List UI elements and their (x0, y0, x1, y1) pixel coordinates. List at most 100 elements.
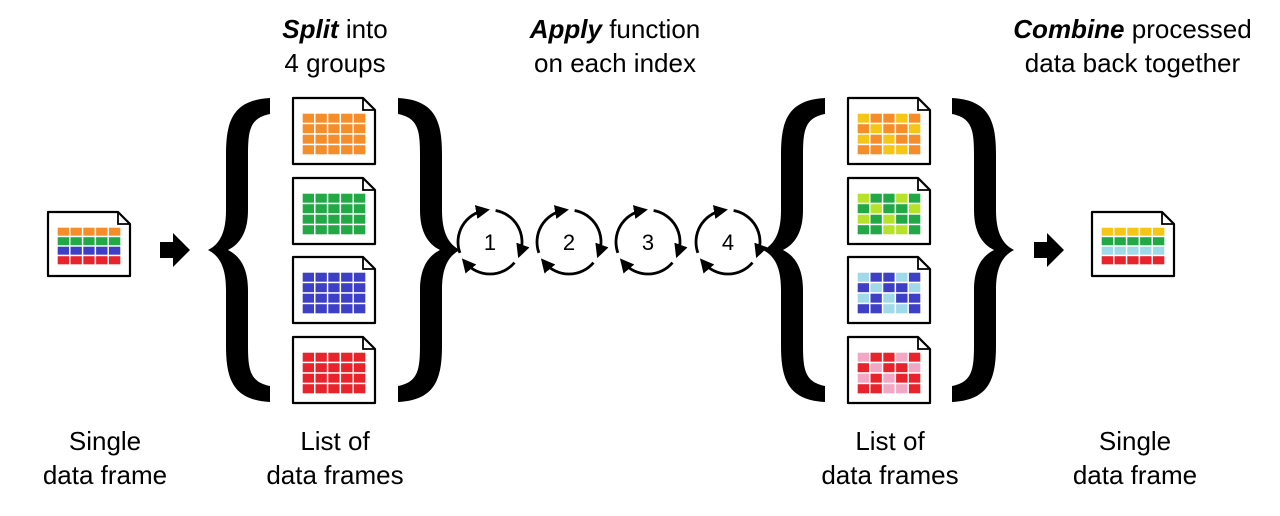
table-cell (869, 351, 884, 364)
table-cell (352, 112, 367, 125)
apply-step-3-cycle-icon: 3 (614, 205, 688, 276)
table-cell (881, 192, 897, 205)
table-cell (856, 372, 871, 385)
table-cell (881, 372, 897, 385)
table-cell (314, 143, 329, 156)
table-cell (856, 133, 871, 146)
table-cell (881, 292, 897, 305)
table-cell (352, 351, 367, 364)
right-group-orange-processed-frame-icon (846, 96, 932, 166)
table-cell (352, 382, 367, 395)
table-cell (894, 133, 909, 146)
table-cell (339, 292, 354, 305)
combine-heading-line2: data back together (1024, 48, 1241, 78)
left-single-label: Single data frame (20, 424, 190, 492)
table-cell (301, 143, 316, 156)
table-cell (326, 302, 342, 315)
table-cell (326, 372, 342, 385)
table-cell (894, 281, 909, 294)
table-cell (301, 133, 316, 146)
table-cell (894, 351, 909, 364)
table-cell (314, 351, 329, 364)
table-cell (1125, 226, 1141, 238)
cycle-arrow-segment (694, 205, 728, 254)
table-cell (856, 143, 871, 156)
table-cell (894, 143, 909, 156)
table-cell (894, 271, 909, 284)
table-cell (339, 143, 354, 156)
table-cell (326, 122, 342, 135)
table-cell (301, 213, 316, 226)
table-cell (314, 112, 329, 125)
table-cell (326, 351, 342, 364)
apply-heading: Apply function on each index (490, 12, 740, 80)
table-cell (1125, 235, 1141, 247)
left-list-label: List of data frames (240, 424, 430, 492)
apply-heading-line2: on each index (534, 48, 696, 78)
table-cell (869, 271, 884, 284)
table-cell (894, 361, 909, 374)
table-cell (301, 192, 316, 205)
table-cell (352, 292, 367, 305)
table-cell (881, 143, 897, 156)
table-cell (856, 112, 871, 125)
table-cell (894, 112, 909, 125)
table-cell (352, 372, 367, 385)
table-cell (314, 302, 329, 315)
table-cell (339, 202, 354, 215)
table-cell (881, 213, 897, 226)
table-cell (352, 281, 367, 294)
table-cell (869, 192, 884, 205)
table-cell (881, 202, 897, 215)
table-cell (339, 361, 354, 374)
table-cell (56, 245, 71, 257)
table-cell (301, 382, 316, 395)
table-cell (881, 122, 897, 135)
cycle-arrow-segment (574, 209, 609, 259)
table-cell (1100, 254, 1115, 266)
table-cell (856, 302, 871, 315)
table-cell (301, 351, 316, 364)
right-group-green-processed-frame-icon (846, 176, 932, 246)
left-single-data-frame-icon (46, 210, 132, 278)
table-cell (869, 302, 884, 315)
table-cell (856, 202, 871, 215)
table-cell (301, 271, 316, 284)
table-cell (301, 223, 316, 236)
left-list-close-brace (398, 98, 460, 402)
table-cell (869, 361, 884, 374)
table-cell (56, 254, 71, 266)
document-fold (362, 98, 375, 111)
document-fold (117, 212, 130, 225)
table-cell (339, 112, 354, 125)
apply-step-4-cycle-icon: 4 (694, 205, 768, 276)
table-cell (1125, 254, 1141, 266)
right-single-label: Single data frame (1045, 424, 1225, 492)
table-cell (352, 122, 367, 135)
table-cell (339, 351, 354, 364)
table-cell (907, 202, 922, 215)
document-fold (917, 178, 930, 191)
table-cell (94, 226, 109, 238)
table-cell (314, 213, 329, 226)
table-cell (314, 361, 329, 374)
table-cell (894, 223, 909, 236)
split-heading: Split into 4 groups (235, 12, 435, 80)
table-cell (1138, 226, 1153, 238)
table-cell (69, 226, 84, 238)
table-cell (1138, 254, 1153, 266)
table-cell (907, 281, 922, 294)
table-cell (881, 223, 897, 236)
right-list-label-line1: List of (855, 426, 925, 456)
table-cell (856, 351, 871, 364)
right-group-red-processed-frame-icon (846, 335, 932, 405)
right-single-data-frame-icon (1090, 210, 1176, 278)
table-cell (856, 281, 871, 294)
apply-step-number: 1 (484, 230, 496, 255)
table-cell (869, 372, 884, 385)
table-cell (339, 122, 354, 135)
table-cell (326, 213, 342, 226)
document-fold (1161, 212, 1174, 225)
table-cell (869, 122, 884, 135)
table-cell (314, 382, 329, 395)
